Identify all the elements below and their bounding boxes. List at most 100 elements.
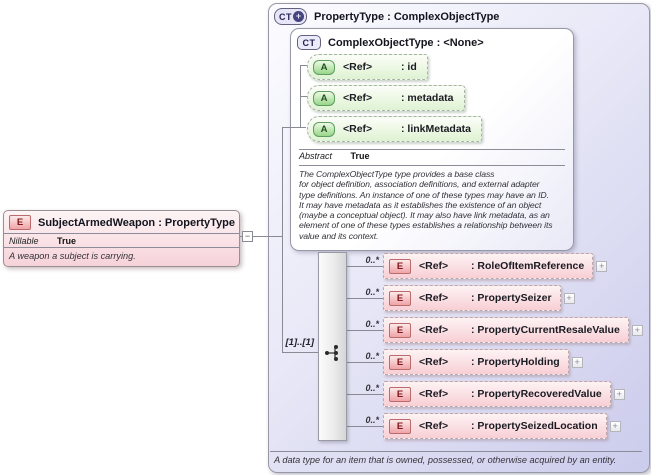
element-name: : PropertySeizedLocation	[471, 420, 598, 432]
attribute-name: : linkMetadata	[401, 123, 472, 135]
attribute-name: : id	[401, 61, 417, 73]
element-name: : PropertyHolding	[471, 356, 560, 368]
expand-button[interactable]: +	[613, 388, 625, 400]
complex-type-expand-icon[interactable]: CT +	[274, 8, 307, 25]
element-row-propertyseizedlocation: E <Ref> : PropertySeizedLocation +	[383, 413, 621, 439]
annotation-line: value and its context.	[299, 230, 379, 241]
divider	[270, 451, 642, 452]
element-row-box[interactable]: E <Ref> : PropertyHolding	[383, 349, 569, 375]
element-box-header: E SubjectArmedWeapon : PropertyType	[4, 211, 239, 233]
attribute-icon: A	[313, 59, 335, 75]
element-icon: E	[389, 354, 411, 370]
facet-value: True	[57, 236, 77, 246]
element-icon: E	[389, 258, 411, 274]
connector-line	[282, 127, 306, 128]
occurs-label: 0..*	[365, 351, 379, 361]
nillable-facet: Nillable True	[4, 233, 239, 247]
element-ref: <Ref>	[419, 292, 449, 304]
occurs-label: 0..*	[365, 383, 379, 393]
connector-line	[347, 394, 383, 395]
collapse-handle-icon[interactable]: −	[242, 231, 253, 242]
element-ref: <Ref>	[419, 420, 449, 432]
connector-line	[300, 65, 307, 66]
element-row-box[interactable]: E <Ref> : RoleOfItemReference	[383, 253, 594, 279]
connector-line	[240, 236, 282, 237]
connector-line	[282, 352, 318, 353]
element-box-title: SubjectArmedWeapon : PropertyType	[38, 216, 236, 229]
connector-spine	[282, 127, 283, 353]
attribute-ref: <Ref>	[343, 123, 373, 135]
element-row-box[interactable]: E <Ref> : PropertySeizer	[383, 285, 561, 311]
occurs-label: 0..*	[365, 287, 379, 297]
element-ref: <Ref>	[419, 356, 449, 368]
expand-button[interactable]: +	[596, 260, 608, 272]
divider	[299, 149, 565, 150]
element-row-box[interactable]: E <Ref> : PropertyCurrentResaleValue	[383, 317, 629, 343]
type-box-title: PropertyType : ComplexObjectType	[314, 10, 500, 23]
base-type-annotation: The ComplexObjectType type provides a ba…	[299, 169, 553, 241]
element-row-propertyholding: E <Ref> : PropertyHolding +	[383, 349, 583, 375]
occurs-label: 0..*	[365, 319, 379, 329]
plus-circle-icon: +	[293, 11, 304, 22]
element-annotation: A weapon a subject is carrying.	[4, 247, 239, 261]
base-type-box-complexobjecttype: CT ComplexObjectType : <None> A <Ref> : …	[290, 28, 574, 251]
attribute-row-linkmetadata[interactable]: A <Ref> : linkMetadata	[307, 116, 483, 142]
facet-value: True	[350, 151, 370, 161]
sequence-icon	[325, 345, 338, 361]
attribute-row-metadata[interactable]: A <Ref> : metadata	[307, 85, 465, 111]
connector-line	[347, 330, 383, 331]
type-box-header: CT + PropertyType : ComplexObjectType	[274, 8, 499, 25]
annotation-line: (maybe a conceptual object). It may also…	[299, 210, 550, 221]
element-name: : PropertySeizer	[471, 292, 552, 304]
element-name: : PropertyRecoveredValue	[471, 388, 602, 400]
attribute-ref: <Ref>	[343, 61, 373, 73]
element-row-propertyrecoveredvalue: E <Ref> : PropertyRecoveredValue +	[383, 381, 625, 407]
element-icon: E	[389, 290, 411, 306]
annotation-line: type definitions. An instance of one of …	[299, 189, 549, 200]
annotation-line: The ComplexObjectType type provides a ba…	[299, 169, 495, 179]
element-icon: E	[389, 386, 411, 402]
connector-line	[347, 266, 383, 267]
element-icon: E	[389, 418, 411, 434]
expand-button[interactable]: +	[609, 420, 621, 432]
attribute-icon: A	[313, 121, 335, 137]
expand-button[interactable]: +	[631, 324, 643, 336]
annotation-line: for object definition, association defin…	[299, 179, 540, 190]
element-icon: E	[9, 215, 31, 230]
abstract-facet: Abstract True	[299, 151, 370, 161]
attribute-icon: A	[313, 90, 335, 106]
expand-button[interactable]: +	[571, 356, 583, 368]
type-annotation: A data type for an item that is owned, p…	[274, 455, 617, 465]
element-row-roleofitemreference: E <Ref> : RoleOfItemReference +	[383, 253, 608, 279]
element-row-box[interactable]: E <Ref> : PropertySeizedLocation	[383, 413, 607, 439]
expand-button[interactable]: +	[563, 292, 575, 304]
connector-line	[347, 426, 383, 427]
complex-type-icon: CT	[297, 35, 321, 50]
annotation-line: It may have metadata as it establishes t…	[299, 199, 542, 210]
element-ref: <Ref>	[419, 388, 449, 400]
sequence-compositor-bar[interactable]	[318, 252, 347, 441]
divider	[299, 165, 565, 166]
connector-line	[347, 298, 383, 299]
complex-type-icon: CT	[279, 11, 292, 22]
connector-line	[347, 362, 383, 363]
element-box-subjectarmedweapon[interactable]: E SubjectArmedWeapon : PropertyType Nill…	[3, 210, 240, 267]
connector-line	[300, 96, 307, 97]
cardinality-label: [1]..[1]	[285, 337, 315, 348]
attribute-name: : metadata	[401, 92, 454, 104]
element-row-propertyseizer: E <Ref> : PropertySeizer +	[383, 285, 575, 311]
attribute-row-id[interactable]: A <Ref> : id	[307, 54, 428, 80]
base-type-title: ComplexObjectType : <None>	[328, 36, 484, 49]
element-icon: E	[389, 322, 411, 338]
element-row-box[interactable]: E <Ref> : PropertyRecoveredValue	[383, 381, 611, 407]
element-name: : RoleOfItemReference	[471, 260, 585, 272]
facet-label: Abstract	[299, 151, 333, 161]
base-type-header: CT ComplexObjectType : <None>	[297, 35, 484, 50]
element-name: : PropertyCurrentResaleValue	[471, 324, 620, 336]
occurs-label: 0..*	[365, 415, 379, 425]
occurs-label: 0..*	[365, 255, 379, 265]
element-ref: <Ref>	[419, 324, 449, 336]
annotation-line: element of one of these types establishe…	[299, 220, 553, 231]
attribute-ref: <Ref>	[343, 92, 373, 104]
